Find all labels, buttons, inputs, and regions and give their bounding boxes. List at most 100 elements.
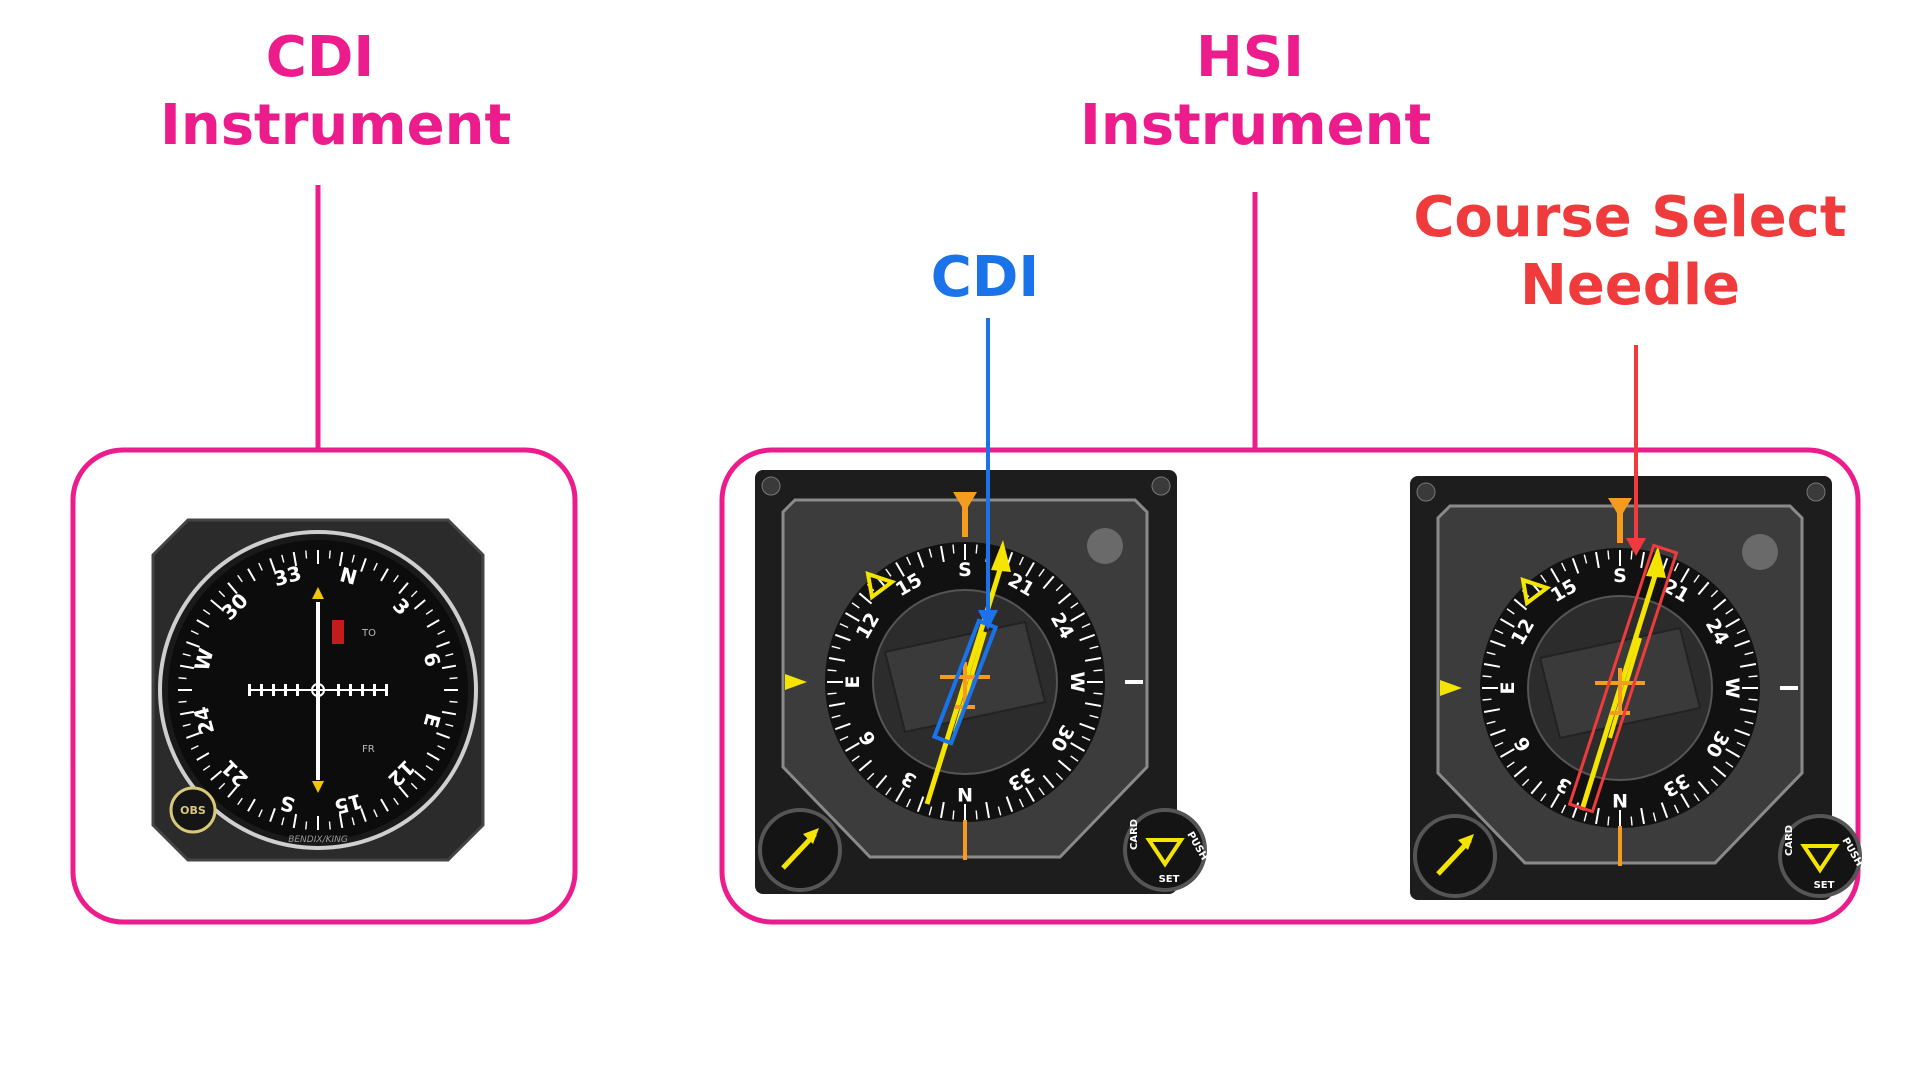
hsi-lubber-line xyxy=(953,492,977,537)
set-label: SET xyxy=(1814,880,1835,891)
compass-tick xyxy=(380,798,389,812)
compass-tick xyxy=(1483,708,1501,713)
compass-tick xyxy=(449,700,458,703)
compass-tick xyxy=(1561,804,1567,814)
compass-tick xyxy=(178,700,187,703)
course-set-knob[interactable] xyxy=(1778,814,1862,898)
compass-tick xyxy=(916,796,925,813)
compass-tick xyxy=(1710,589,1719,598)
compass-tick xyxy=(1038,568,1045,577)
cdi-group-frame xyxy=(70,447,578,925)
compass-tick xyxy=(1744,720,1754,725)
compass-label: N xyxy=(1612,789,1628,811)
compass-tick xyxy=(1607,816,1610,826)
compass-tick xyxy=(1739,708,1757,713)
compass-tick xyxy=(186,732,200,739)
compass-tick xyxy=(1079,722,1096,731)
compass-tick xyxy=(1038,787,1045,796)
card-label: CARD xyxy=(1784,825,1795,856)
compass-tick xyxy=(449,677,458,680)
compass-tick xyxy=(975,544,978,554)
compass-tick xyxy=(398,582,409,595)
compass-tick xyxy=(834,722,851,731)
compass-tick xyxy=(1513,598,1528,611)
compass-tick xyxy=(851,755,860,762)
compass-tick xyxy=(338,813,344,829)
compass-tick xyxy=(1521,778,1530,787)
compass-tick xyxy=(1483,663,1501,668)
hsi-right-index xyxy=(1125,680,1143,684)
compass-tick xyxy=(952,810,955,820)
compass-tick xyxy=(940,545,945,563)
compass-tick xyxy=(839,735,849,741)
compass-tick xyxy=(1513,765,1528,778)
compass-tick xyxy=(445,723,454,727)
compass-tick xyxy=(413,599,426,610)
hsi-course-arrow xyxy=(991,540,1011,572)
cdi-callout-label: CDI xyxy=(930,245,1040,310)
compass-tick xyxy=(1595,807,1600,825)
compass-tick xyxy=(1070,742,1086,752)
compass-tick xyxy=(258,809,263,818)
card-label: CARD xyxy=(1129,819,1140,850)
compass-tick xyxy=(425,765,434,771)
cdi-nav-flag xyxy=(332,620,344,644)
compass-tick xyxy=(179,710,195,716)
compass-tick xyxy=(196,752,210,761)
hsi-right-index xyxy=(1780,686,1798,690)
cdi-bottom-index xyxy=(312,781,324,793)
compass-tick xyxy=(1055,772,1064,781)
compass-tick xyxy=(1739,663,1757,668)
cdi-brand: BENDIX/KING xyxy=(288,835,348,845)
compass-tick xyxy=(179,664,195,670)
compass-tick xyxy=(940,801,945,819)
hsi-title-line2: Instrument xyxy=(1080,93,1432,159)
compass-tick xyxy=(985,801,990,819)
compass-tick xyxy=(1630,550,1633,560)
hsi-lubber-line xyxy=(1608,498,1632,543)
compass-tick xyxy=(373,562,378,571)
hsi-compass-ticks xyxy=(1482,550,1758,826)
hsi-bottom-lubber xyxy=(963,820,967,860)
compass-label: N xyxy=(957,783,973,805)
compass-tick xyxy=(1736,629,1746,635)
course-knob-triangle-icon xyxy=(1145,838,1185,868)
compass-tick xyxy=(1725,748,1741,758)
heading-knob-arrowhead xyxy=(803,828,819,844)
obs-knob[interactable] xyxy=(169,786,217,834)
compass-tick xyxy=(839,623,849,629)
cdi-title-line2: Instrument xyxy=(160,93,512,159)
compass-tick xyxy=(269,558,276,572)
compass-tick xyxy=(1540,574,1547,583)
course-set-knob[interactable] xyxy=(1123,808,1207,892)
compass-tick xyxy=(227,785,238,798)
compass-tick xyxy=(1025,561,1035,577)
compass-tick xyxy=(305,821,308,830)
compass-tick xyxy=(237,574,243,583)
compass-tick xyxy=(1550,793,1560,809)
compass-tick xyxy=(1057,592,1072,605)
compass-tick xyxy=(1736,741,1746,747)
compass-tick xyxy=(906,556,912,566)
hsi-heading-bug xyxy=(1520,577,1552,607)
compass-tick xyxy=(1748,698,1758,701)
compass-tick xyxy=(858,759,873,772)
compass-label: N xyxy=(337,562,359,590)
compass-tick xyxy=(885,568,892,577)
compass-tick xyxy=(1499,748,1515,758)
hsi-course-arrow xyxy=(1646,546,1666,578)
compass-tick xyxy=(1093,669,1103,672)
compass-tick xyxy=(338,551,344,567)
compass-tick xyxy=(182,653,191,657)
compass-tick xyxy=(218,590,226,598)
compass-tick xyxy=(441,664,457,670)
compass-tick xyxy=(190,630,199,635)
compass-tick xyxy=(1506,608,1515,615)
compass-tick xyxy=(178,677,187,680)
compass-label: W xyxy=(1066,672,1088,693)
compass-tick xyxy=(997,806,1002,816)
compass-tick xyxy=(210,599,223,610)
compass-tick xyxy=(1070,602,1079,609)
